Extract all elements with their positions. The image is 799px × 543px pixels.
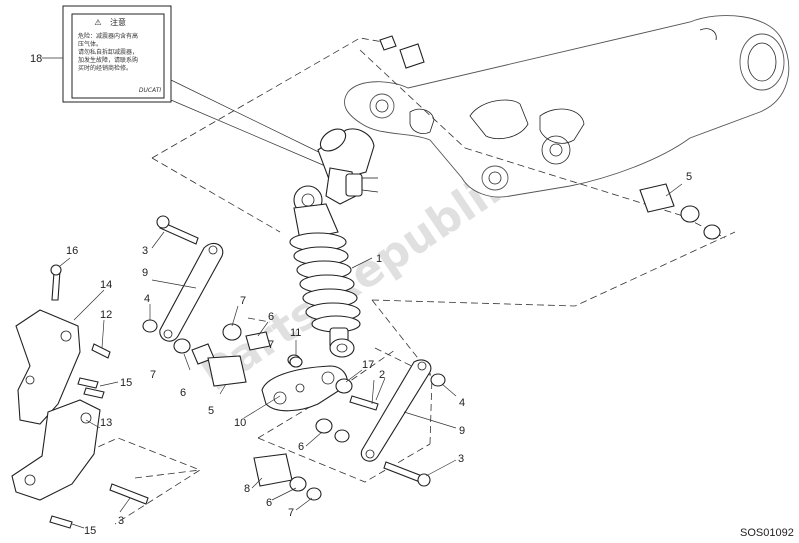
callout-12: 12 (100, 309, 112, 321)
label-line-3: 请勿私自拆卸减震器， (78, 48, 138, 56)
swingarm-spacers (379, 35, 721, 240)
callout-13: 13 (100, 417, 112, 429)
callout-3-right: 3 (458, 453, 464, 465)
right-small-parts (335, 359, 446, 487)
upper-left-bolt (156, 215, 199, 245)
part-number-callouts: 1 2 3 3 3 4 4 5 5 6 6 6 6 7 7 7 7 8 9 9 … (30, 53, 692, 537)
lower-bushings (253, 418, 350, 501)
callout-9-right: 9 (459, 425, 465, 437)
callout-10: 10 (234, 417, 246, 429)
callout-15-lower: 15 (84, 525, 96, 537)
label-line-2: 压气体。 (78, 40, 102, 48)
callout-2: 2 (379, 369, 385, 381)
shock-absorber (289, 128, 379, 358)
callout-11: 11 (290, 327, 301, 339)
label-brand: DUCATI (139, 87, 162, 94)
callout-5-left: 5 (208, 405, 214, 417)
callout-17: 17 (362, 359, 374, 371)
callout-9-left: 9 (142, 267, 148, 279)
leader-lines (59, 183, 683, 529)
warning-label-sticker: 注意 ⚠ 危险：减震器内含有高 压气体。 请勿私自拆卸减震器， 加发生故障，请联… (42, 5, 336, 169)
spring-coils (289, 232, 361, 333)
callout-7-b: 7 (150, 369, 156, 381)
left-small-parts (142, 319, 301, 387)
left-mounting-brackets (11, 264, 149, 529)
callout-6-a: 6 (268, 311, 274, 323)
warning-triangle-icon: ⚠ (94, 18, 101, 27)
rocker-link (261, 356, 348, 412)
callout-8: 8 (244, 483, 250, 495)
callout-4-right: 4 (459, 397, 465, 409)
callout-18: 18 (30, 53, 42, 65)
callout-5-right: 5 (686, 171, 692, 183)
callout-6-c: 6 (298, 441, 304, 453)
callout-15-upper: 15 (120, 377, 132, 389)
callout-7-a: 7 (240, 295, 246, 307)
callout-3-lower: 3 (118, 515, 124, 527)
label-line-4: 加发生故障，请联系购 (78, 56, 138, 64)
label-heading: 注意 (110, 17, 126, 27)
callout-16: 16 (66, 245, 78, 257)
left-tie-rod (159, 242, 224, 342)
label-line-1: 危险：减震器内含有高 (78, 32, 138, 40)
drawing-code: SOS01092 (740, 527, 794, 539)
label-line-5: 买时的经销商检修。 (78, 64, 132, 72)
callout-7-c: 7 (268, 339, 274, 351)
gear-emblem-icon (541, 135, 571, 165)
callout-3-upper: 3 (142, 245, 148, 257)
callout-6-b: 6 (180, 387, 186, 399)
callout-1: 1 (376, 253, 382, 265)
swingarm-outline (344, 15, 790, 198)
callout-4-left: 4 (144, 293, 150, 305)
callout-7-d: 7 (288, 507, 294, 519)
callout-6-d: 6 (266, 497, 272, 509)
callout-14: 14 (100, 279, 112, 291)
